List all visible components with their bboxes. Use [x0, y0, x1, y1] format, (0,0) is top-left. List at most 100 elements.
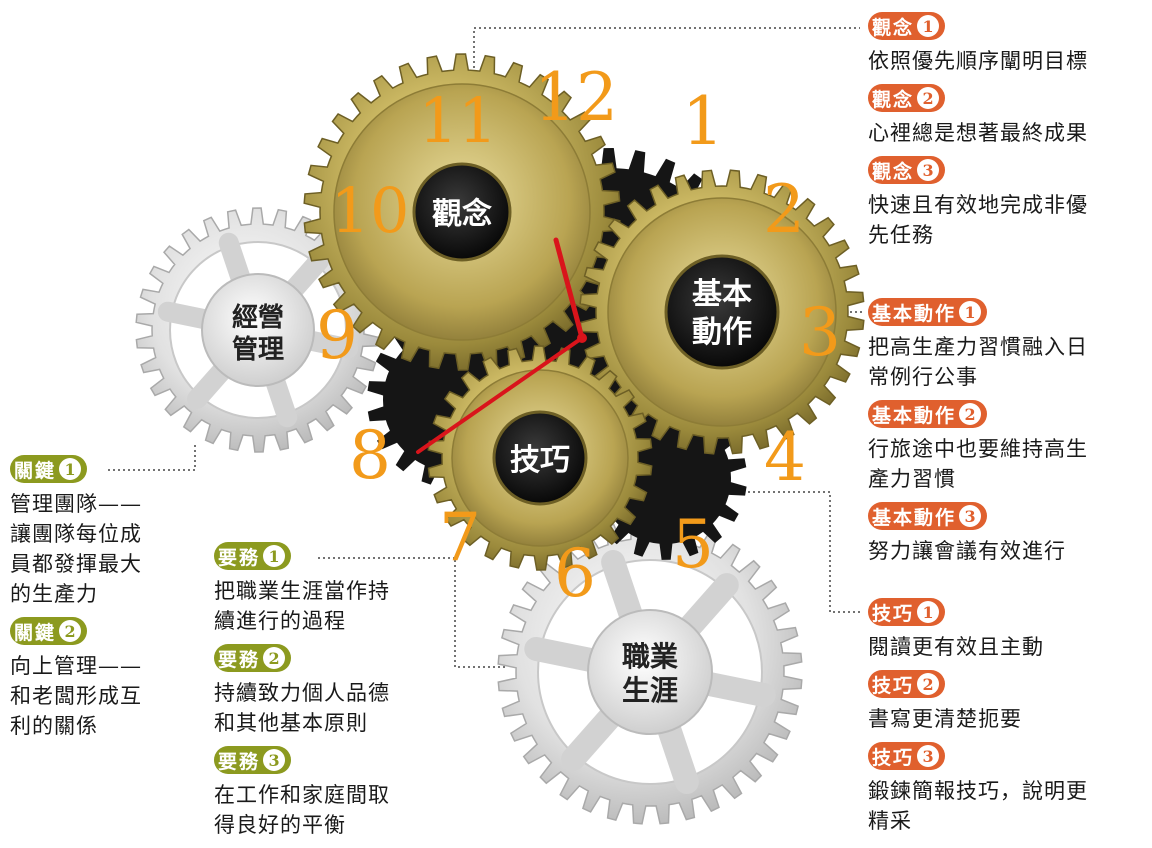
hub-management: 經營 管理 [201, 273, 315, 387]
item-text: 閱讀更有效且主動 [868, 635, 1044, 659]
clock-numeral-11: 11 [419, 84, 498, 157]
clock-numeral-9: 9 [316, 297, 358, 374]
tag-label: 技巧 [872, 674, 915, 697]
tag-label: 要務 [218, 546, 261, 569]
gear-career-spoke [657, 716, 699, 794]
label-career-2: 生涯 [622, 674, 678, 707]
gear-management-spoke [300, 330, 359, 359]
item-text: 努力讓會議有效進行 [868, 539, 1066, 563]
item-text: 行旅途中也要維持高生 產力習慣 [868, 437, 1088, 491]
item-text: 把高生產力習慣融入日 常例行公事 [868, 335, 1088, 389]
gear-management-spoke [265, 371, 298, 428]
clock-numeral-6: 6 [554, 535, 596, 612]
gear-career-spoke [696, 671, 776, 708]
hub-basic: 基本 動作 [664, 254, 780, 370]
item-text: 心裡總是想著最終成果 [868, 121, 1088, 145]
clock-pivot [577, 333, 587, 343]
gear-management-spoke [157, 301, 216, 330]
item-text: 書寫更清楚扼要 [868, 707, 1022, 731]
gear-career-spoke [524, 636, 604, 673]
clock-numeral-8: 8 [349, 417, 391, 494]
label-career-1: 職業 [622, 640, 678, 673]
clock-numeral-10: 10 [331, 174, 410, 247]
tag-label: 觀念 [872, 88, 915, 111]
item-text: 把職業生涯當作持 續進行的過程 [214, 579, 390, 633]
clock-numeral-7: 7 [439, 499, 481, 576]
tag-number: 2 [263, 647, 286, 669]
tag-label: 關鍵 [14, 621, 57, 644]
gear-career-spoke [601, 550, 643, 628]
tag-label: 要務 [218, 750, 261, 773]
item-text: 向上管理—— 和老闆形成互 利的關係 [10, 654, 142, 738]
clock-numeral-3: 3 [799, 294, 841, 371]
item-text: 依照優先順序闡明目標 [868, 49, 1088, 73]
tag-label: 技巧 [872, 602, 915, 625]
label-basic-1: 基本 [692, 277, 752, 312]
item-text: 在工作和家庭間取 得良好的平衡 [214, 783, 390, 837]
tag-number: 3 [917, 745, 940, 767]
hub-concept: 觀念 [412, 162, 512, 262]
gear-management-spoke [283, 251, 329, 300]
tag-number: 1 [917, 15, 940, 37]
item-text: 鍛鍊簡報技巧，說明更 精采 [868, 779, 1088, 833]
connector-concept [473, 27, 860, 68]
item-text: 管理團隊—— 讓團隊每位成 員都發揮最大 的生產力 [10, 492, 142, 606]
clock-numeral-4: 4 [764, 419, 806, 496]
hub-career: 職業 生涯 [587, 609, 713, 735]
clock-face: 12 1 2 3 4 5 6 7 8 9 10 11 [316, 59, 841, 612]
tag-label: 觀念 [872, 16, 915, 39]
item-text: 快速且有效地完成非優 先任務 [868, 193, 1088, 247]
tag-number: 3 [917, 159, 940, 181]
tag-label: 技巧 [872, 746, 915, 769]
label-management-2: 管理 [232, 335, 284, 365]
tag-number: 2 [959, 403, 982, 425]
tag-number: 3 [959, 505, 982, 527]
connector-task-a [454, 560, 508, 668]
tag-label: 觀念 [872, 160, 915, 183]
hub-skill: 技巧 [492, 410, 588, 506]
tag-number: 3 [263, 749, 286, 771]
tag-label: 基本動作 [872, 506, 957, 529]
tag-label: 關鍵 [14, 459, 57, 482]
clock-hands [416, 237, 587, 454]
tag-number: 2 [917, 673, 940, 695]
tag-number: 1 [959, 301, 982, 323]
label-skill: 技巧 [510, 443, 570, 478]
tag-number: 2 [59, 620, 82, 642]
label-basic-2: 動作 [692, 315, 752, 350]
clock-numeral-12: 12 [534, 59, 618, 136]
clock-numeral-1: 1 [682, 83, 724, 160]
gear-career-spoke [561, 704, 623, 771]
clock-hour-hand [553, 237, 585, 341]
tag-number: 2 [917, 87, 940, 109]
